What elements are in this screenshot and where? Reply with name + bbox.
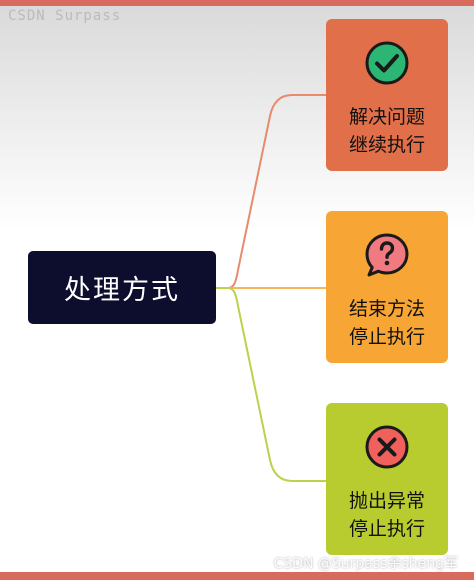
credit-watermark: CSDN @Surpass余sheng军 [273, 556, 458, 572]
outcome-2-line-2: 停止执行 [348, 326, 425, 348]
root-node-label: 处理方式 [64, 275, 180, 306]
top-watermark: CSDN Surpass [8, 8, 122, 24]
root-node: 处理方式 [28, 251, 216, 324]
cross-icon [365, 425, 409, 469]
outcome-1-line-1: 解决问题 [348, 106, 425, 128]
outcome-3-line-2: 停止执行 [348, 518, 425, 540]
top-border-bar [0, 0, 474, 6]
outcome-3-line-1: 抛出异常 [348, 490, 425, 512]
outcome-1-line-2: 继续执行 [348, 134, 425, 156]
connector-to-outcome-3 [216, 287, 326, 482]
outcome-2-line-1: 结束方法 [348, 298, 425, 320]
connector-to-outcome-1 [216, 94, 326, 289]
bottom-border-bar [0, 572, 474, 580]
check-icon [365, 41, 409, 85]
outcome-card-resolve: 解决问题 继续执行 [326, 19, 448, 171]
outcome-card-throw-exception: 抛出异常 停止执行 [326, 403, 448, 555]
question-bubble-icon [365, 233, 409, 277]
outcome-card-end-method: 结束方法 停止执行 [326, 211, 448, 363]
